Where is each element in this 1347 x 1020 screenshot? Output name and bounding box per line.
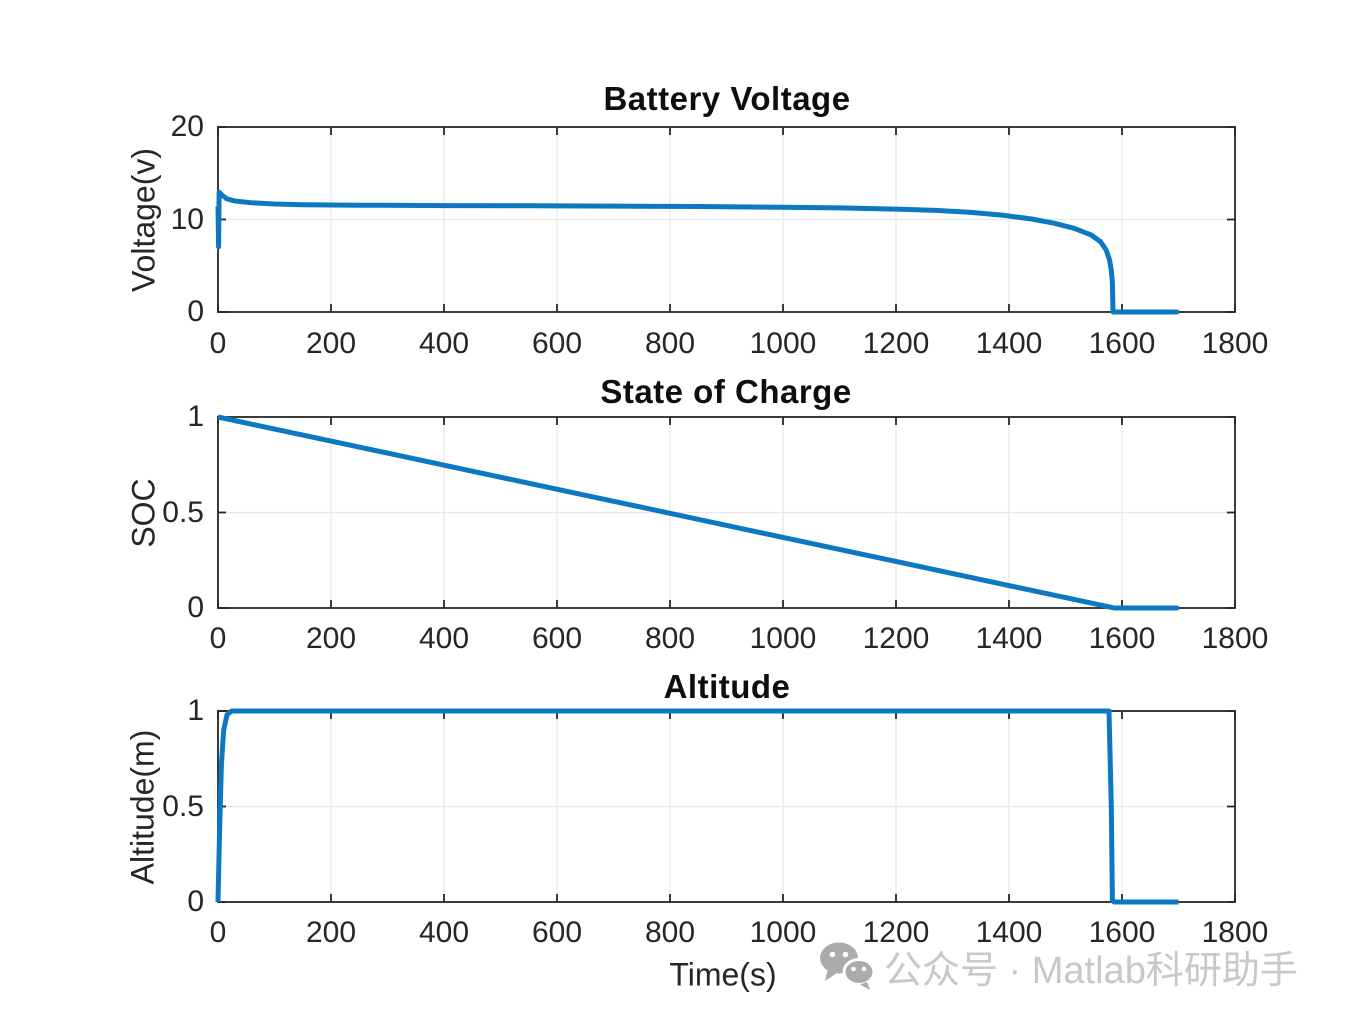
- subplot3-title: Altitude: [663, 668, 791, 705]
- wechat-icon: [820, 942, 876, 990]
- data-line-0: [215, 189, 1179, 315]
- data-line-1: [217, 414, 1179, 611]
- subplot3-ylabel: Altitude(m): [124, 729, 161, 885]
- subplot1-title: Battery Voltage: [603, 80, 851, 117]
- subplot2-ylabel: SOC: [125, 478, 162, 548]
- watermark-text: 公众号 · Matlab科研助手: [884, 949, 1298, 992]
- data-line-2: [215, 708, 1179, 905]
- subplot2-title: State of Charge: [600, 373, 852, 410]
- watermark: 公众号 · Matlab科研助手: [818, 940, 1298, 992]
- subplot1-ylabel: Voltage(v): [125, 147, 162, 293]
- time-axis-label: Time(s): [669, 956, 777, 993]
